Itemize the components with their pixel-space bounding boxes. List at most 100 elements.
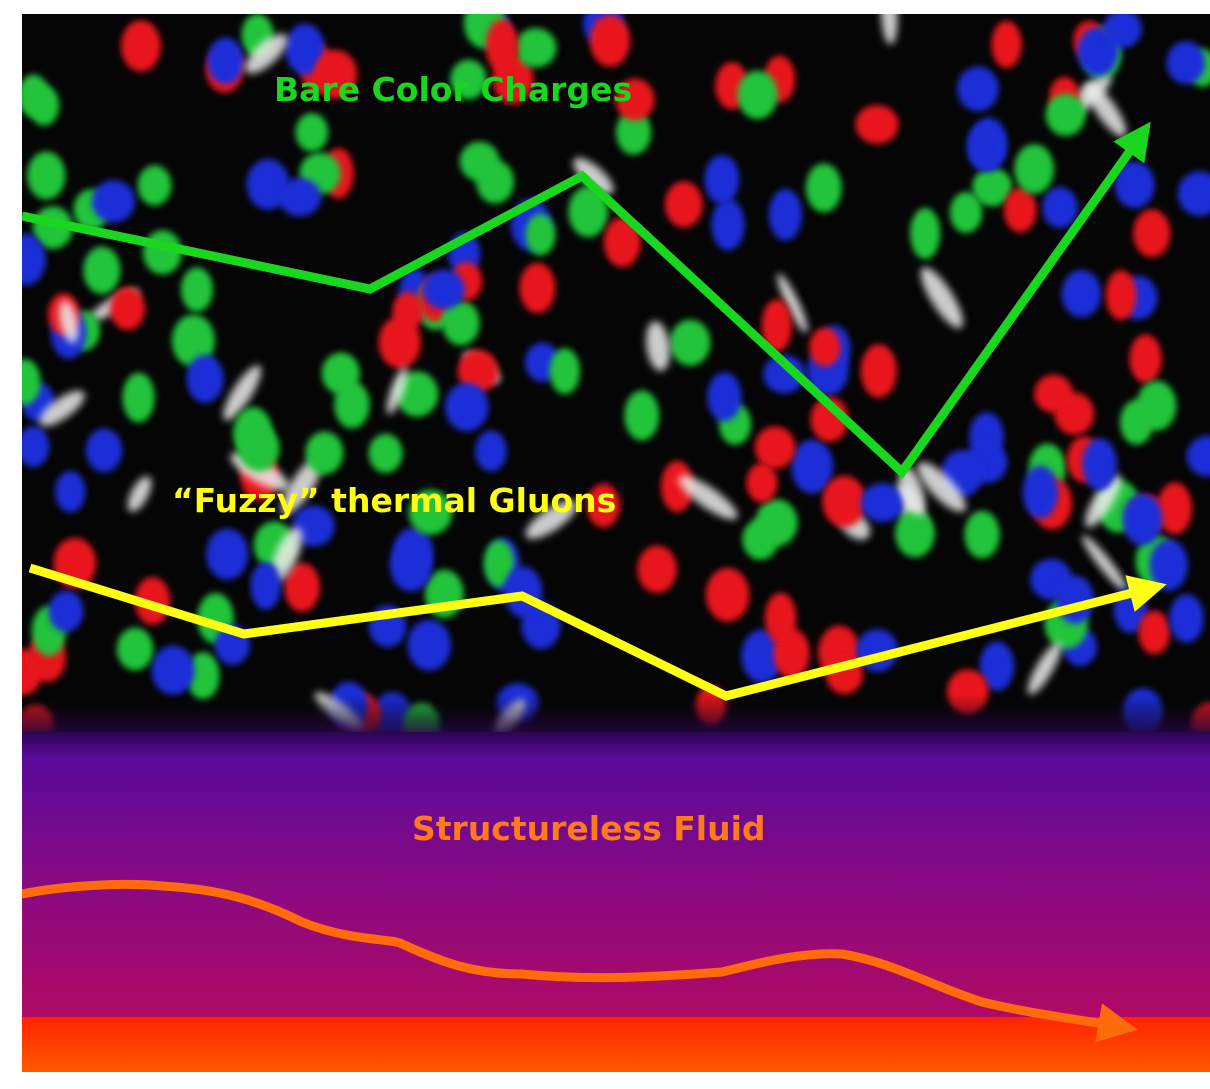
structureless-fluid-path — [22, 879, 1138, 1043]
gluon-streak — [223, 365, 262, 421]
fuzzy-thermal-gluons-label: “Fuzzy” thermal Gluons — [172, 481, 616, 520]
blue-color-charge — [1042, 187, 1078, 228]
green-color-charge — [137, 165, 172, 206]
green-color-charge — [116, 627, 154, 671]
red-color-charge — [589, 14, 631, 67]
red-color-charge — [822, 475, 867, 528]
blue-color-charge — [444, 382, 489, 432]
blue-color-charge — [768, 189, 803, 241]
green-color-charge — [755, 499, 798, 547]
green-color-charge — [737, 70, 778, 120]
red-color-charge — [1133, 209, 1171, 258]
red-color-charge — [392, 291, 424, 331]
green-color-charge — [949, 191, 983, 234]
blue-color-charge — [711, 199, 745, 251]
blue-color-charge — [278, 177, 322, 217]
structureless-fluid-region — [22, 732, 1210, 1017]
blue-color-charge — [966, 122, 1004, 171]
blue-color-charge — [741, 629, 783, 683]
red-color-charge — [991, 20, 1022, 68]
green-color-charge — [83, 246, 121, 294]
blue-color-charge — [1114, 161, 1155, 209]
gluon-streak — [573, 157, 614, 195]
red-color-charge — [485, 19, 519, 73]
green-color-charge — [1014, 144, 1055, 194]
red-color-charge — [746, 462, 778, 503]
red-color-charge — [1138, 610, 1171, 655]
green-color-charge — [972, 167, 1013, 207]
gluon-streak — [271, 527, 303, 583]
red-color-charge — [809, 327, 841, 367]
green-color-charge — [321, 352, 360, 395]
blue-color-charge — [860, 483, 905, 522]
green-color-charge — [186, 652, 220, 700]
fuzzy-thermal-gluons-path — [28, 563, 1167, 701]
green-color-charge — [29, 85, 60, 126]
blue-color-charge — [1103, 14, 1142, 48]
red-color-charge — [860, 344, 897, 398]
blue-color-charge — [207, 37, 244, 85]
blue-color-charge — [151, 645, 195, 695]
gluon-streak — [281, 456, 323, 516]
gluon-streak — [1027, 642, 1062, 695]
blue-color-charge — [1022, 465, 1059, 519]
red-color-charge — [1129, 334, 1162, 384]
green-color-charge — [1120, 399, 1154, 445]
green-color-charge — [514, 28, 557, 68]
green-color-charge — [568, 186, 609, 237]
bare-color-charges-path — [22, 121, 1151, 479]
green-color-charge — [450, 59, 487, 100]
red-color-charge — [110, 287, 146, 331]
green-color-charge — [549, 348, 580, 395]
red-color-charge — [1157, 482, 1193, 535]
blue-color-charge — [85, 428, 123, 473]
gluon-streak — [59, 300, 79, 344]
blue-color-charge — [1082, 438, 1117, 491]
blue-color-charge — [1166, 41, 1206, 85]
blue-color-charge — [979, 641, 1015, 691]
green-color-charge — [1045, 93, 1086, 136]
gluon-streak — [777, 273, 808, 333]
red-color-charge — [1034, 374, 1073, 413]
blue-color-charge — [1061, 269, 1102, 318]
blue-color-charge — [22, 426, 50, 468]
green-color-charge — [233, 407, 273, 460]
green-color-charge — [910, 207, 941, 260]
blue-color-charge — [389, 539, 433, 592]
green-color-charge — [368, 433, 403, 473]
gluon-streak — [127, 476, 152, 512]
red-color-charge — [457, 349, 499, 393]
gluon-streak — [39, 390, 85, 427]
green-color-charge — [22, 358, 41, 405]
blue-color-charge — [1186, 435, 1210, 477]
bare-color-charges-label: Bare Color Charges — [274, 70, 632, 109]
blue-color-charge — [48, 590, 84, 633]
blue-color-charge — [422, 269, 465, 310]
red-color-charge — [664, 181, 703, 228]
green-color-charge — [616, 110, 652, 155]
gluon-streak — [917, 462, 966, 512]
green-color-charge — [305, 431, 344, 475]
red-color-charge — [586, 483, 621, 528]
red-color-charge — [1105, 270, 1137, 320]
green-color-charge — [459, 141, 500, 182]
gluon-streak — [881, 14, 898, 45]
green-color-charge — [895, 509, 935, 558]
blue-color-charge — [475, 430, 507, 472]
gluon-streak — [386, 366, 408, 415]
green-color-charge — [295, 113, 329, 152]
green-color-charge — [171, 314, 215, 367]
blue-color-charge — [246, 158, 290, 210]
red-color-charge — [284, 562, 320, 612]
red-color-charge — [314, 50, 358, 99]
blue-color-charge — [1177, 171, 1210, 216]
red-color-charge — [705, 567, 750, 622]
green-color-charge — [805, 163, 842, 213]
blue-color-charge — [704, 155, 740, 204]
gluon-streak — [898, 465, 925, 516]
green-color-charge — [27, 151, 66, 200]
blue-color-charge — [707, 372, 742, 422]
green-color-charge — [964, 510, 1000, 559]
red-color-charge — [519, 262, 556, 313]
blue-color-charge — [1149, 539, 1188, 591]
